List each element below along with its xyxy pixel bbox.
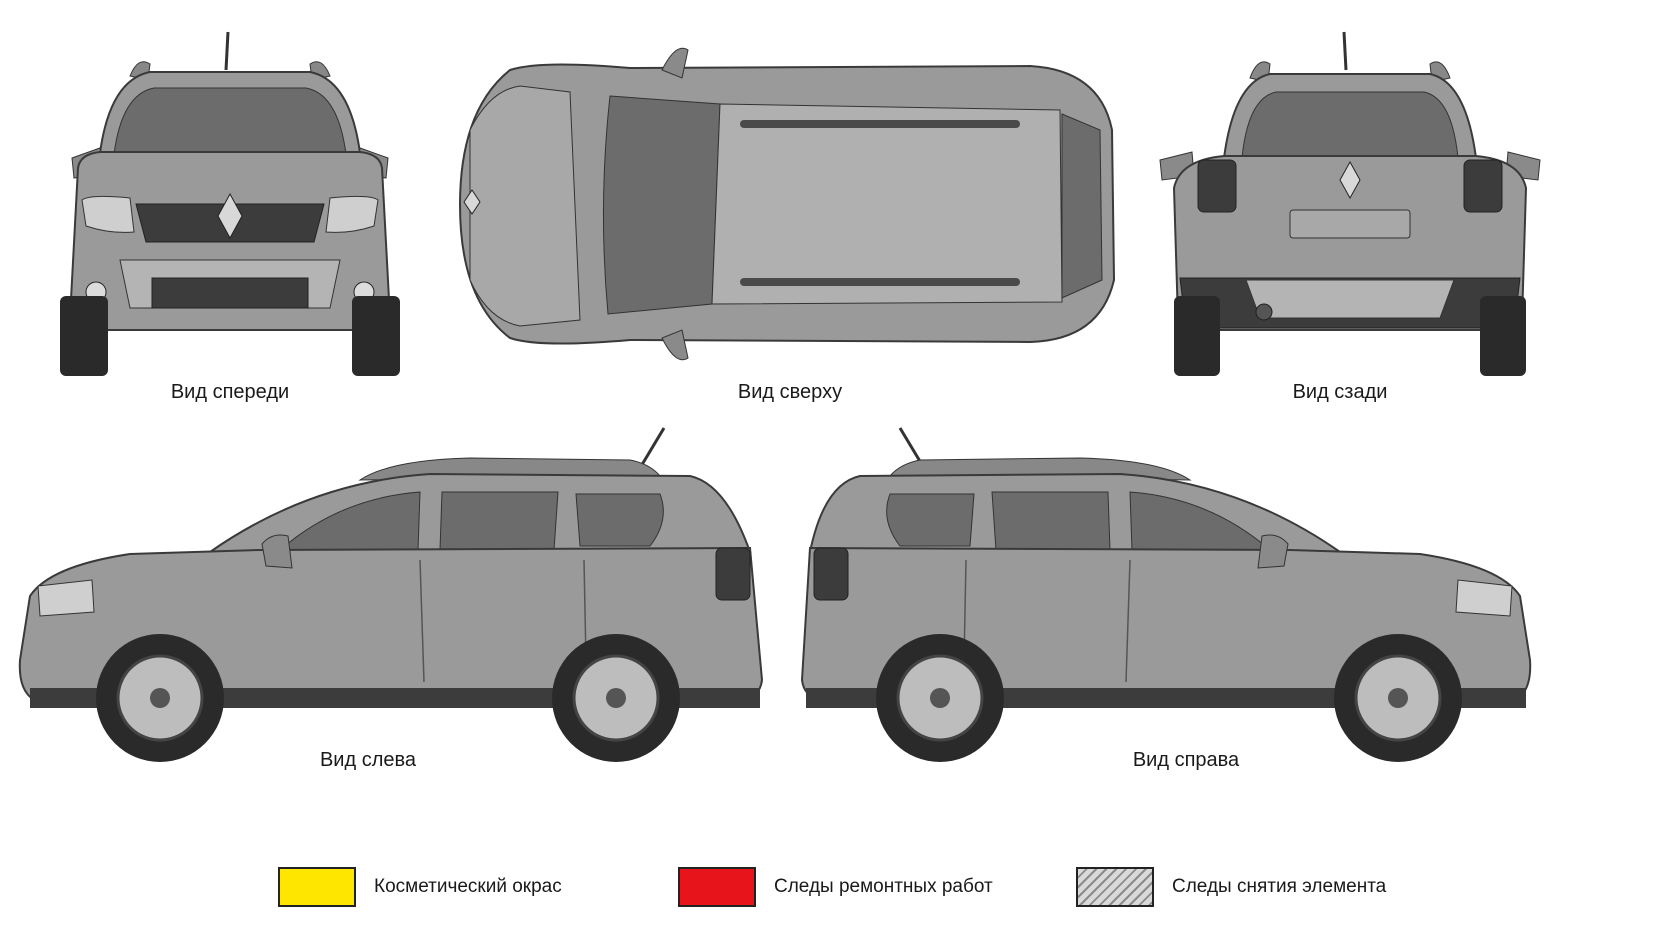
taillight-right: [1463, 159, 1503, 213]
legend-removal-traces: Следы снятия элемента: [1076, 867, 1386, 907]
top-view-drawing: [458, 47, 1116, 361]
window-rear-left: [439, 491, 559, 551]
tire-rear-left: [1174, 296, 1220, 376]
caption-left: Вид слева: [319, 749, 417, 771]
window-rear-right: [991, 491, 1111, 551]
headlight-side-right: [1455, 579, 1513, 617]
legend-repair-traces: Следы ремонтных работ: [678, 867, 993, 907]
brand-logo-top: [463, 189, 481, 215]
headlight-side-left: [37, 579, 95, 617]
headlight-right: [325, 195, 379, 233]
top-view: [450, 40, 1130, 370]
rear-window: [1241, 91, 1459, 159]
rear-view: [1150, 28, 1550, 383]
windshield: [113, 87, 347, 155]
headlight-left: [81, 195, 135, 233]
roof-rail-top-left: [740, 120, 1020, 128]
legend-swatch-yellow: [278, 867, 356, 907]
window-quarter-left: [575, 493, 664, 547]
brand-logo-rear: [1339, 160, 1361, 200]
left-view-drawing: [18, 427, 764, 762]
right-view: [800, 420, 1540, 770]
hood: [469, 85, 581, 327]
legend-swatch-red: [678, 867, 756, 907]
legend-label-repair: Следы ремонтных работ: [774, 876, 993, 897]
window-quarter-right: [886, 493, 975, 547]
rear-window-top: [1061, 113, 1103, 299]
taillight-side-left: [715, 547, 751, 601]
taillight-side-right: [813, 547, 849, 601]
exhaust-pipe: [1255, 303, 1273, 321]
lower-grille: [151, 277, 309, 309]
window-front-left: [278, 491, 421, 551]
roof-rail-top-right: [740, 278, 1020, 286]
legend-label-cosmetic: Косметический окрас: [374, 876, 562, 897]
caption-top: Вид сверху: [737, 381, 843, 403]
door-seam-right-1: [1125, 559, 1131, 683]
wheel-rear-right: [876, 634, 1004, 762]
antenna: [224, 31, 230, 71]
tire-left: [60, 296, 108, 376]
mirror-side-right: [1257, 534, 1289, 569]
tire-right: [352, 296, 400, 376]
license-plate-area: [1289, 209, 1411, 239]
tire-rear-right: [1480, 296, 1526, 376]
mirror-top-left: [661, 47, 689, 79]
door-seam-left-1: [419, 559, 425, 683]
rear-skid-plate: [1245, 279, 1455, 319]
caption-rear: Вид сзади: [1292, 381, 1388, 403]
roof: [711, 103, 1063, 305]
legend-label-removal: Следы снятия элемента: [1172, 876, 1387, 897]
legend-swatch-hatched: [1076, 867, 1154, 907]
mirror-top-right: [661, 329, 689, 361]
front-view-drawing: [60, 31, 400, 376]
mirror-side-left: [261, 534, 293, 569]
rear-view-drawing: [1159, 31, 1541, 376]
antenna-rear: [1342, 31, 1348, 71]
wheel-rear-left: [552, 634, 680, 762]
left-view: [10, 420, 780, 770]
legend-cosmetic-paint: Косметический окрас: [278, 867, 562, 907]
brand-logo: [217, 192, 243, 240]
taillight-left: [1197, 159, 1237, 213]
window-front-right: [1129, 491, 1272, 551]
caption-front: Вид спереди: [170, 381, 290, 403]
windshield-top: [602, 95, 721, 315]
front-view: [30, 28, 430, 383]
caption-right: Вид справа: [1132, 749, 1240, 771]
wheel-front-right: [1334, 634, 1462, 762]
right-view-drawing: [800, 427, 1532, 762]
antenna-left: [638, 427, 666, 469]
wheel-front-left: [96, 634, 224, 762]
